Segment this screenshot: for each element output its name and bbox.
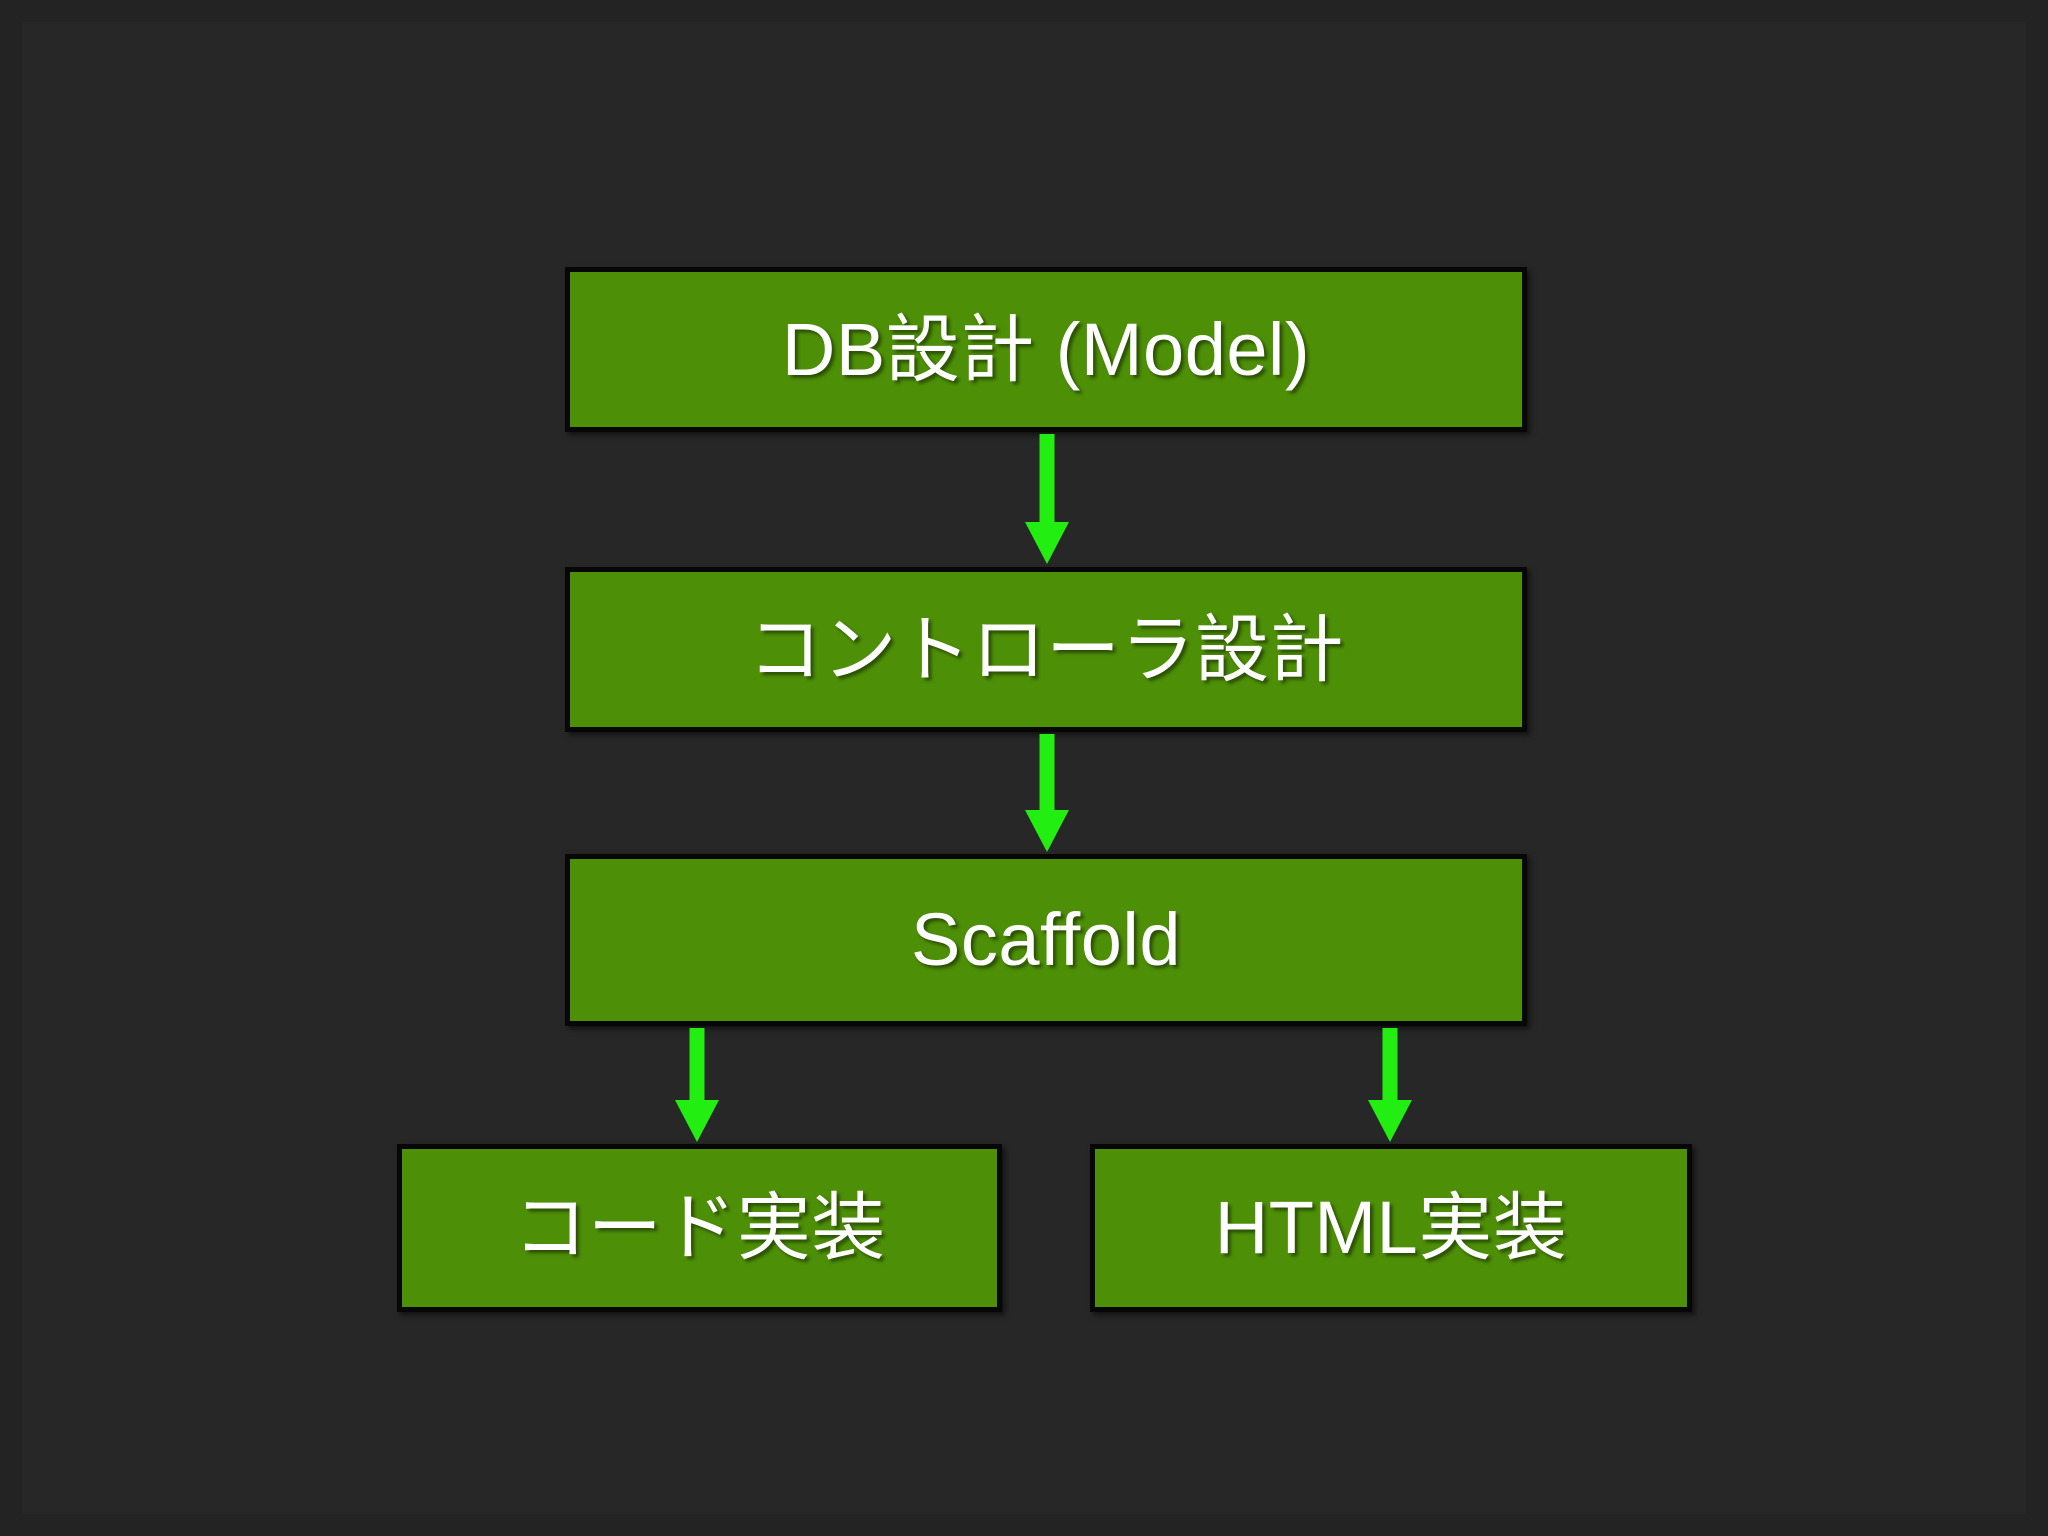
flow-node-label: コード実装: [513, 1186, 886, 1269]
flow-node-scaffold[interactable]: Scaffold: [565, 854, 1527, 1026]
arrow-scaffold-to-html-icon: [1368, 1028, 1412, 1142]
flow-node-controller-design[interactable]: コントローラ設計: [565, 567, 1527, 732]
flow-node-label: コントローラ設計: [748, 607, 1344, 691]
flow-node-db-design[interactable]: DB設計 (Model): [565, 267, 1527, 432]
arrow-db-to-controller-icon: [1025, 434, 1069, 564]
arrow-scaffold-to-code-icon: [675, 1028, 719, 1142]
flow-node-code-implementation[interactable]: コード実装: [397, 1144, 1002, 1312]
flow-node-label: DB設計 (Model): [781, 307, 1311, 391]
diagram-surface: DB設計 (Model) コントローラ設計 Scaffold: [22, 22, 2026, 1514]
flow-node-html-implementation[interactable]: HTML実装: [1090, 1144, 1692, 1312]
flow-node-label: Scaffold: [910, 898, 1182, 981]
arrow-controller-to-scaffold-icon: [1025, 734, 1069, 852]
flow-node-label: HTML実装: [1214, 1186, 1568, 1269]
